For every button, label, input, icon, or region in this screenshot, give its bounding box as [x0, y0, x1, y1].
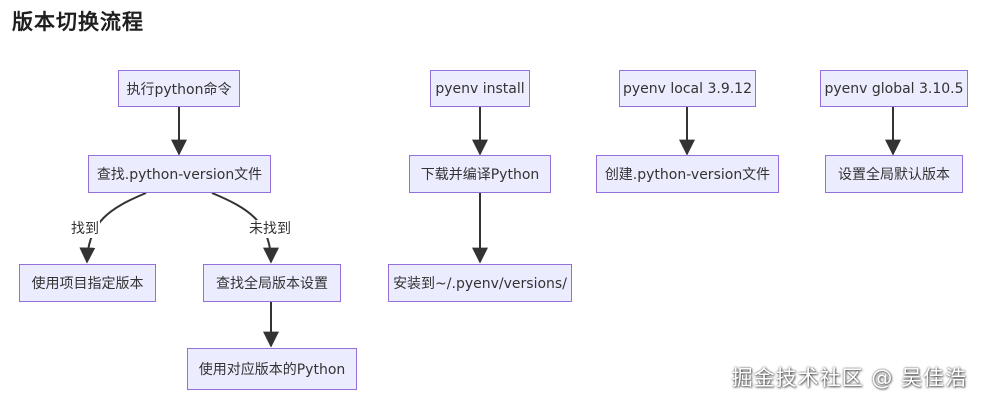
page-title: 版本切换流程 — [12, 10, 144, 34]
node-use-matching-python: 使用对应版本的Python — [187, 348, 357, 390]
edge-find-to-project — [79, 192, 147, 264]
node-use-project-version: 使用项目指定版本 — [19, 264, 156, 302]
node-download-compile: 下载并编译Python — [409, 155, 551, 193]
edge-find-to-global — [211, 192, 279, 264]
node-pyenv-local: pyenv local 3.9.12 — [619, 70, 756, 107]
edge-label-not-found: 未找到 — [248, 220, 292, 238]
node-create-version-file: 创建.python-version文件 — [596, 155, 779, 193]
node-install-to: 安装到~/.pyenv/versions/ — [388, 264, 572, 302]
node-pyenv-global: pyenv global 3.10.5 — [820, 70, 968, 107]
node-pyenv-install: pyenv install — [430, 70, 530, 107]
watermark: 掘金技术社区 @ 吴佳浩 — [731, 366, 967, 390]
node-exec-python: 执行python命令 — [118, 70, 240, 107]
node-set-global-default: 设置全局默认版本 — [825, 155, 963, 193]
node-find-global-setting: 查找全局版本设置 — [203, 264, 341, 302]
edge-label-found: 找到 — [70, 220, 100, 238]
node-find-version-file: 查找.python-version文件 — [88, 155, 271, 193]
